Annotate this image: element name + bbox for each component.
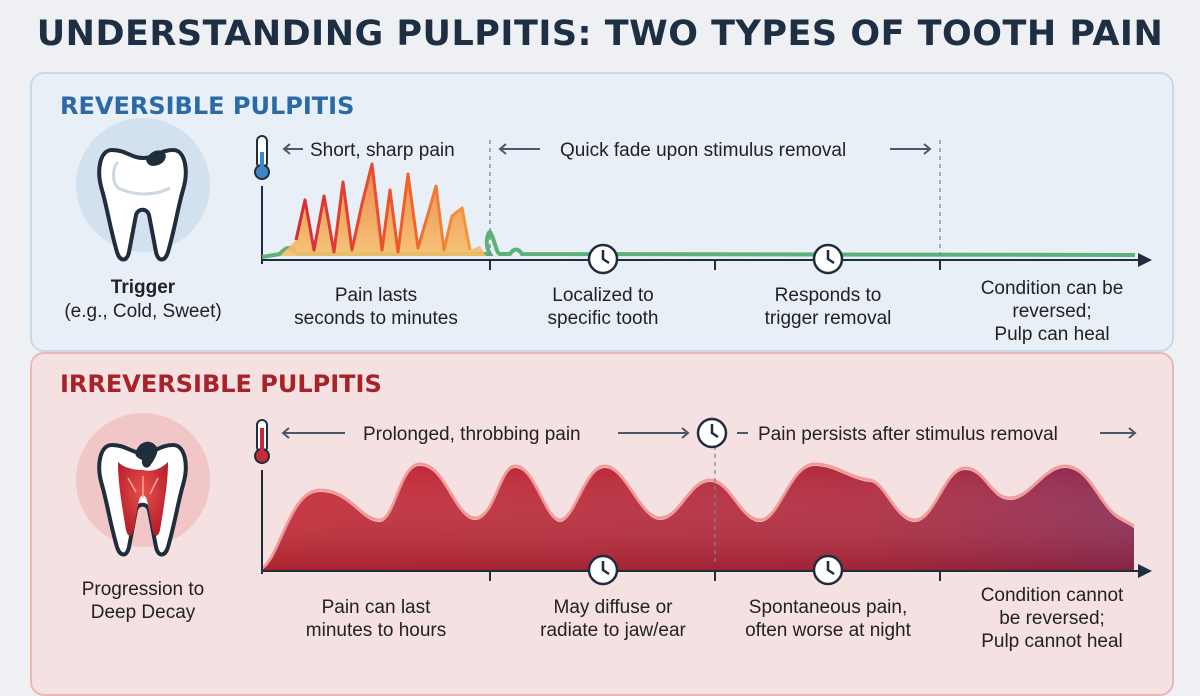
reversible-heading: REVERSIBLE PULPITIS (60, 92, 355, 120)
page-title: UNDERSTANDING PULPITIS: TWO TYPES OF TOO… (36, 14, 1164, 54)
irreversible-label-2-line-1: May diffuse or (554, 597, 674, 618)
clock-icon (587, 243, 619, 275)
clock-icon (812, 554, 844, 586)
thermometer-icon (254, 419, 270, 464)
reversible-note-right: Quick fade upon stimulus removal (560, 140, 846, 161)
reversible-label-4-line-2: reversed; (1012, 301, 1091, 322)
reversible-label-1-line-1: Pain lasts (335, 285, 417, 306)
reversible-labels: Pain lasts seconds to minutes Localized … (294, 278, 1123, 345)
reversible-note-left: Short, sharp pain (310, 140, 455, 161)
irreversible-label-3-line-1: Spontaneous pain, (749, 597, 907, 618)
reversible-label-4-line-1: Condition can be (981, 278, 1124, 299)
cause-line-1: Progression to (82, 579, 205, 600)
clock-icon (812, 243, 844, 275)
reversible-pain-spikes (280, 164, 486, 256)
clock-icon (696, 417, 728, 449)
tooth-inflamed-icon (76, 413, 210, 557)
irreversible-heading: IRREVERSIBLE PULPITIS (60, 370, 382, 398)
irreversible-ticks (489, 571, 941, 581)
irreversible-label-4-line-1: Condition cannot (981, 585, 1124, 606)
irreversible-label-4-line-3: Pulp cannot heal (981, 631, 1123, 652)
irreversible-pain-wave-outline (261, 462, 1135, 570)
irreversible-label-3-line-2: often worse at night (745, 620, 912, 641)
tooth-decay-icon (76, 118, 210, 262)
reversible-label-2-line-1: Localized to (552, 285, 653, 306)
reversible-top-arrows (282, 143, 932, 155)
irreversible-note-right: Pain persists after stimulus removal (758, 424, 1058, 445)
reversible-label-3-line-1: Responds to (775, 285, 882, 306)
irreversible-top-arrows (281, 427, 1137, 439)
irreversible-label-1-line-1: Pain can last (322, 597, 432, 618)
reversible-ticks (489, 260, 941, 270)
reversible-label-1-line-2: seconds to minutes (294, 308, 458, 329)
irreversible-note-left: Prolonged, throbbing pain (363, 424, 581, 445)
reversible-label-3-line-2: trigger removal (765, 308, 892, 329)
irreversible-pain-wave-shade (262, 466, 1134, 570)
diagram-graphics: Trigger (e.g., Cold, Sweet) Short, sharp… (64, 118, 1152, 652)
cause-line-2: Deep Decay (91, 602, 196, 623)
trigger-title: Trigger (111, 277, 176, 298)
irreversible-label-4-line-2: be reversed; (999, 608, 1105, 629)
thermometer-icon (254, 135, 270, 180)
trigger-sub: (e.g., Cold, Sweet) (64, 301, 221, 322)
clock-icon (587, 554, 619, 586)
irreversible-label-1-line-2: minutes to hours (306, 620, 446, 641)
reversible-pain-spikes-outline (294, 162, 472, 254)
arrow-icon (1138, 253, 1152, 267)
reversible-panel: REVERSIBLE PULPITIS (30, 72, 1174, 352)
irreversible-labels: Pain can last minutes to hours May diffu… (306, 585, 1124, 652)
irreversible-label-2-line-2: radiate to jaw/ear (540, 620, 686, 641)
reversible-label-4-line-3: Pulp can heal (994, 324, 1109, 345)
reversible-label-2-line-2: specific tooth (548, 308, 659, 329)
arrow-icon (1138, 564, 1152, 578)
